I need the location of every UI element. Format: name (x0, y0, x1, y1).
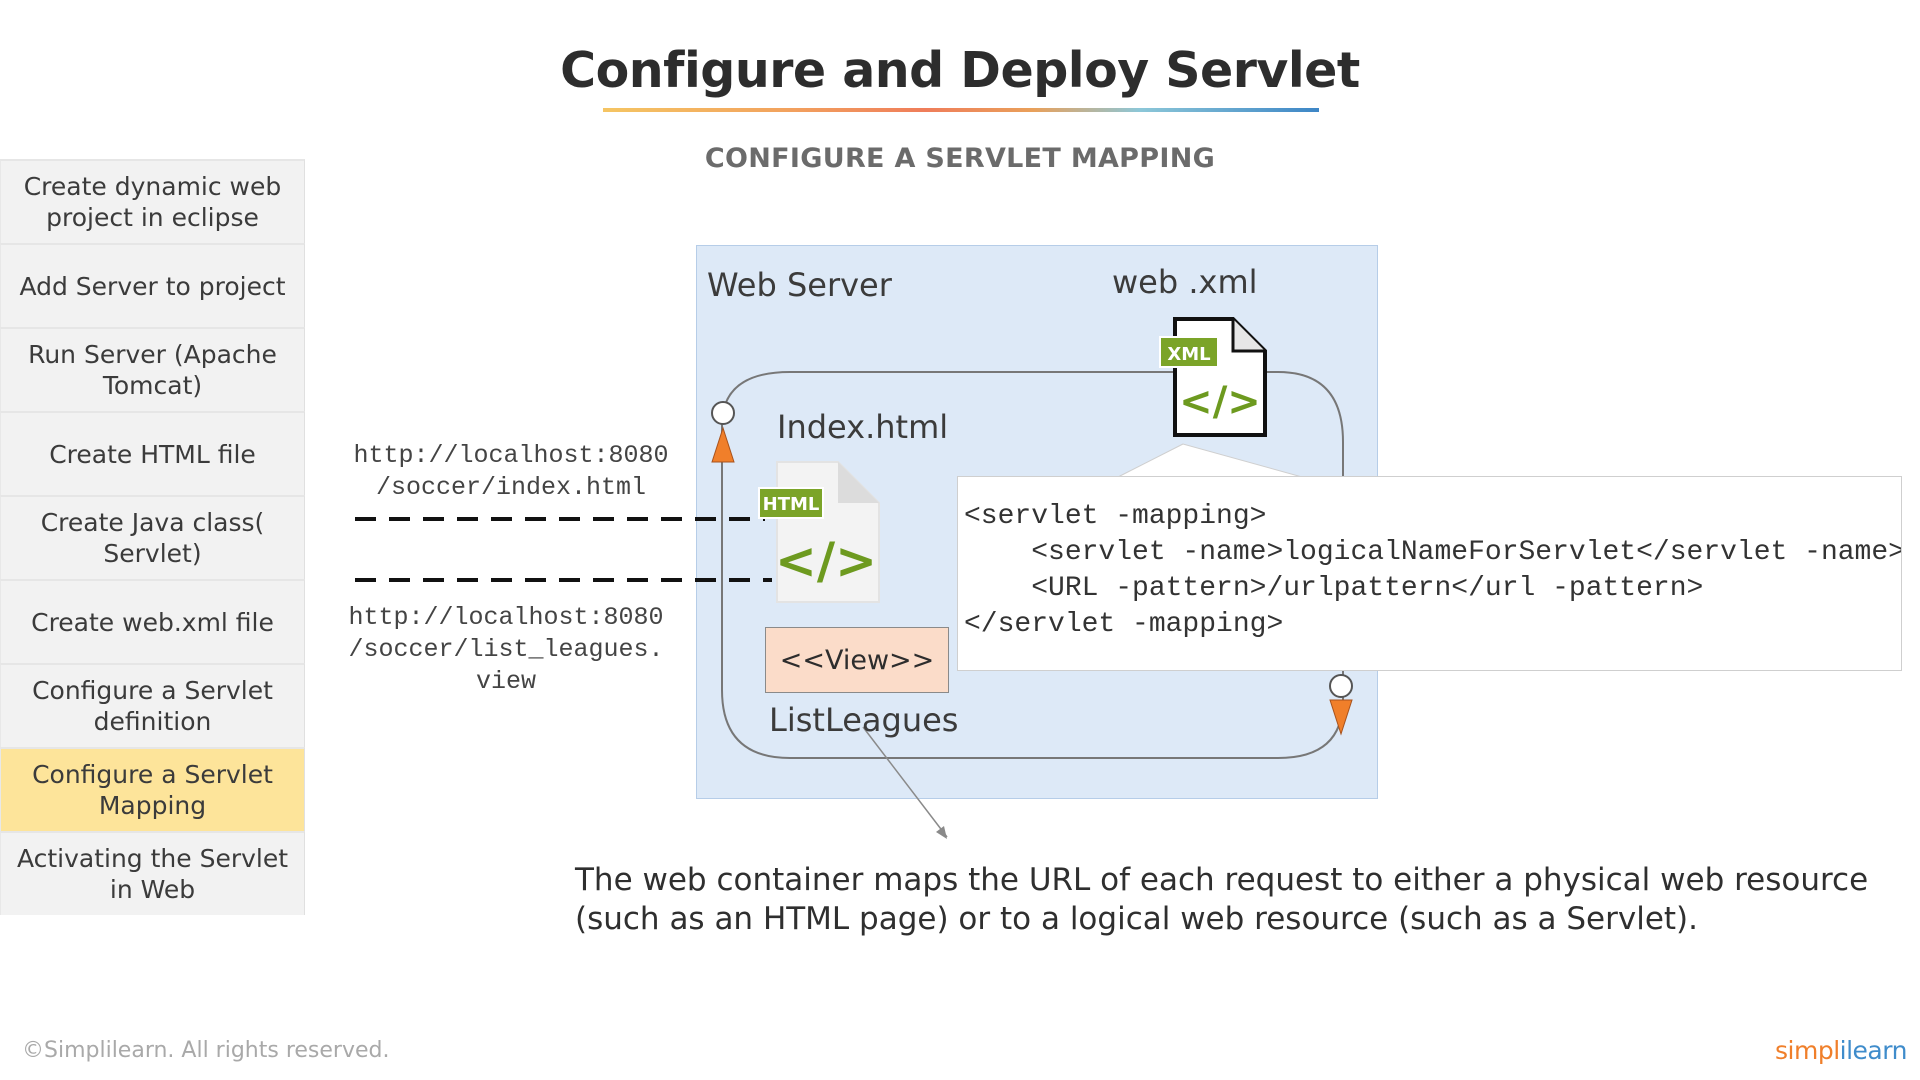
index-html-label: Index.html (777, 408, 949, 446)
sidebar-item-create-html[interactable]: Create HTML file (0, 411, 305, 495)
html-badge-text: HTML (763, 494, 820, 515)
sidebar-item-label: Create Java class( Servlet) (40, 508, 265, 568)
html-file-icon: HTML </> (758, 461, 880, 603)
code-line: <servlet -mapping> (964, 501, 1267, 532)
webxml-label: web .xml (1112, 263, 1258, 301)
url-line: /soccer/index.html (375, 473, 647, 502)
xml-glyph-text: </> (1179, 379, 1261, 425)
url-index: http://localhost:8080 /soccer/index.html (340, 440, 682, 504)
slide-subtitle: CONFIGURE A SERVLET MAPPING (704, 143, 1216, 174)
sidebar-item-run-server[interactable]: Run Server (Apache Tomcat) (0, 327, 305, 411)
bottom-arrow-marker (1329, 674, 1353, 736)
code-line: <servlet -name>logicalNameForServlet</se… (964, 537, 1902, 568)
sidebar-item-label: Add Server to project (19, 271, 286, 301)
sidebar-item-servlet-mapping[interactable]: Configure a Servlet Mapping (0, 747, 305, 831)
copyright-text: ©Simplilearn. All rights reserved. (22, 1038, 390, 1063)
sidebar-nav: Create dynamic web project in eclipse Ad… (0, 159, 305, 915)
description-text: The web container maps the URL of each r… (575, 862, 1869, 937)
sidebar-item-add-server[interactable]: Add Server to project (0, 243, 305, 327)
sidebar-item-create-java-class[interactable]: Create Java class( Servlet) (0, 495, 305, 579)
logo-part-1: simpl (1775, 1036, 1840, 1065)
url-line: /soccer/list_leagues. (348, 635, 664, 664)
sidebar-item-label: Configure a Servlet definition (32, 676, 273, 736)
sidebar-item-label: Create HTML file (49, 439, 256, 469)
callout-pointer (1117, 443, 1303, 478)
html-glyph-text: </> (775, 532, 877, 590)
web-server-label: Web Server (707, 266, 892, 304)
pointer-line (862, 726, 948, 838)
sidebar-item-label: Run Server (Apache Tomcat) (28, 340, 277, 400)
sidebar-item-label: Configure a Servlet Mapping (32, 760, 273, 820)
logo-part-2: ilearn (1839, 1036, 1908, 1065)
sidebar-item-label: Create dynamic web project in eclipse (23, 172, 282, 232)
sidebar-item-activate-servlet[interactable]: Activating the Servlet in Web (0, 831, 305, 915)
servlet-mapping-code-box: <servlet -mapping> <servlet -name>logica… (957, 476, 1902, 671)
pointer-arrowhead (936, 826, 947, 839)
view-label: <<View>> (779, 644, 935, 676)
url-line: http://localhost:8080 (353, 441, 669, 470)
url-list-leagues: http://localhost:8080 /soccer/list_leagu… (335, 602, 677, 698)
sidebar-item-servlet-definition[interactable]: Configure a Servlet definition (0, 663, 305, 747)
title-underline (603, 108, 1319, 112)
url-line: view (475, 667, 536, 696)
simplilearn-logo: simplilearn (1775, 1036, 1907, 1065)
code-line: <URL -pattern>/urlpattern</url -pattern> (964, 573, 1704, 604)
xml-badge-text: XML (1167, 344, 1210, 365)
sidebar-item-label: Activating the Servlet in Web (16, 844, 289, 904)
sidebar-item-create-project[interactable]: Create dynamic web project in eclipse (0, 159, 305, 243)
view-box: <<View>> (765, 627, 949, 693)
listleagues-label: ListLeagues (769, 701, 959, 739)
code-line: </servlet -mapping> (964, 609, 1284, 640)
sidebar-item-create-webxml[interactable]: Create web.xml file (0, 579, 305, 663)
top-arrow-marker (711, 401, 735, 463)
slide-title: Configure and Deploy Servlet (560, 42, 1360, 99)
sidebar-item-label: Create web.xml file (31, 607, 274, 637)
xml-file-icon: XML </> (1159, 317, 1267, 437)
url-line: http://localhost:8080 (348, 603, 664, 632)
